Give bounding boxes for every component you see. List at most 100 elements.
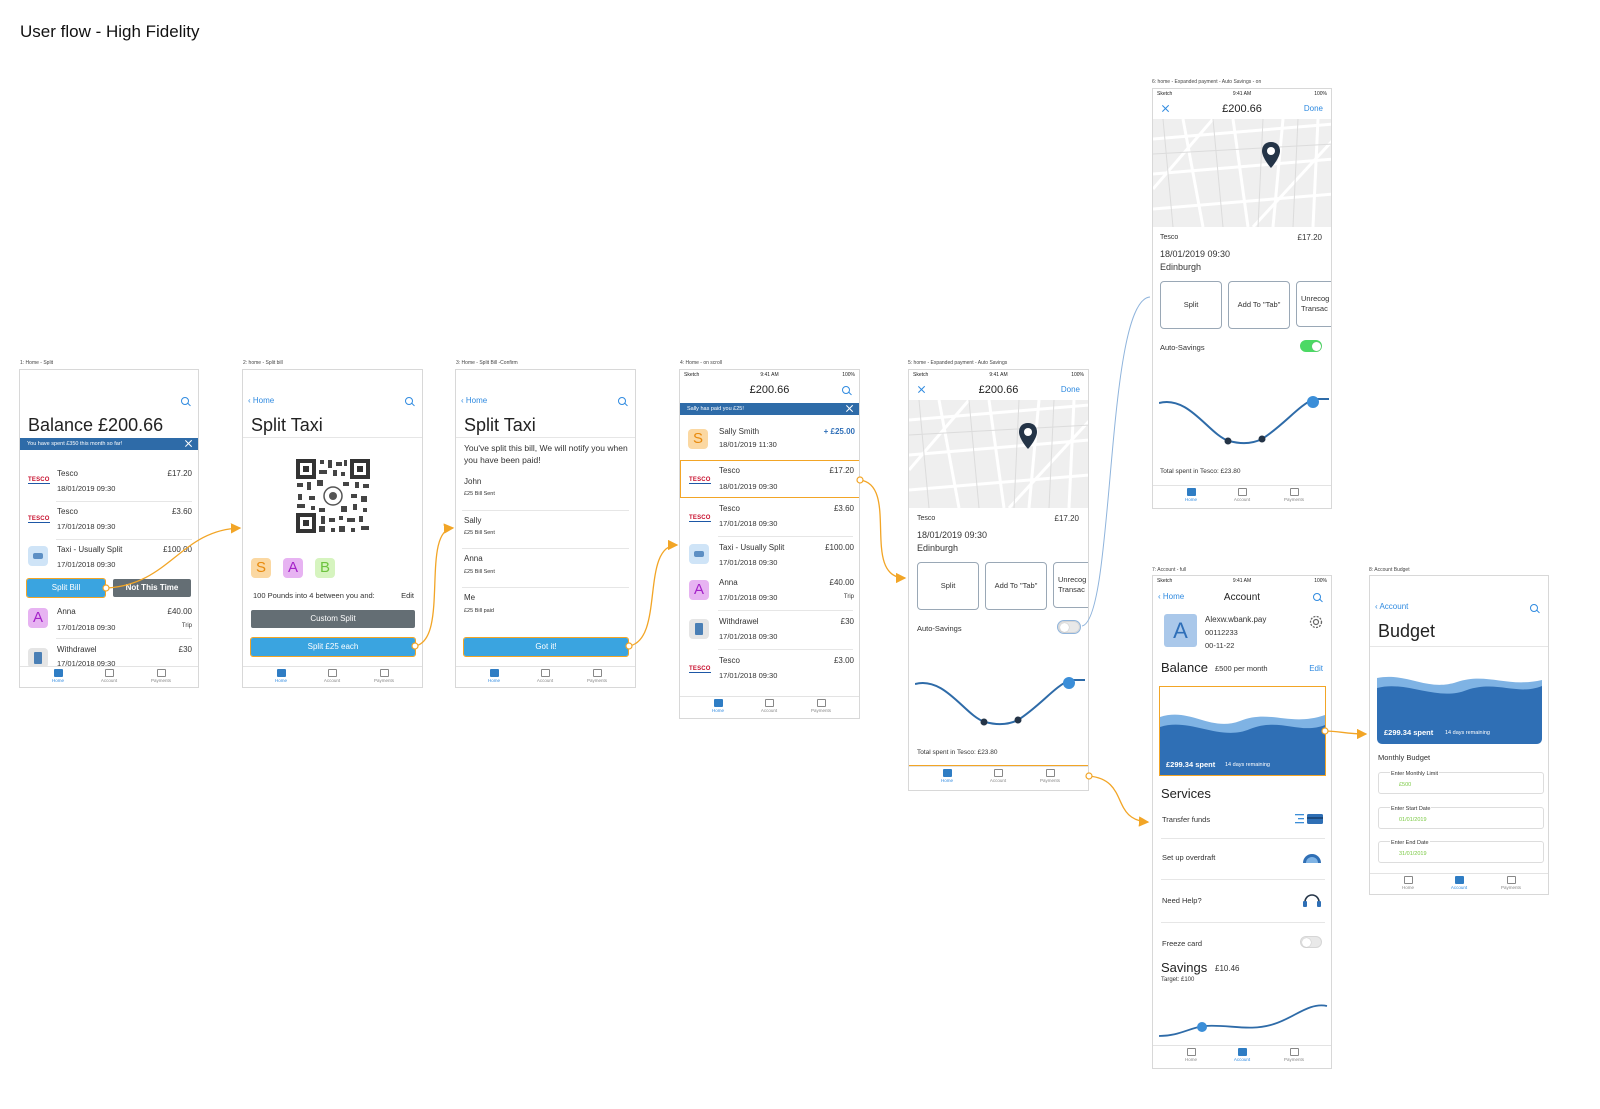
list-item[interactable]: A Anna 17/01/2018 09:30 £40.00 Trip	[680, 574, 859, 606]
search-icon[interactable]	[181, 397, 189, 405]
tab-payments[interactable]: Payments	[364, 669, 404, 683]
done-button[interactable]: Done	[1303, 104, 1323, 113]
budget-wave-icon	[1160, 687, 1325, 775]
done-button[interactable]: Done	[1060, 385, 1080, 394]
tab-home[interactable]: Home	[38, 669, 78, 683]
service-label: Need Help?	[1162, 896, 1202, 905]
avatar[interactable]: A	[1164, 614, 1197, 647]
tab-payments[interactable]: Payments	[141, 669, 181, 683]
auto-savings-toggle[interactable]	[1057, 620, 1081, 634]
savings-heading: Savings	[1161, 960, 1208, 975]
budget-card[interactable]: £299.34 spent 14 days remaining	[1159, 686, 1326, 776]
tab-home[interactable]: Home	[1171, 1048, 1211, 1062]
avatar[interactable]: A	[283, 558, 303, 578]
split-action-card[interactable]: Split	[1160, 281, 1222, 329]
tab-payments[interactable]: Payments	[1030, 769, 1070, 783]
home-icon	[1186, 1048, 1196, 1056]
list-item[interactable]: TESCO Tesco 17/01/2018 09:30 £3.60	[20, 504, 198, 534]
tab-payments[interactable]: Payments	[577, 669, 617, 683]
freeze-card-toggle[interactable]	[1300, 936, 1322, 948]
tab-home[interactable]: Home	[1388, 876, 1428, 890]
custom-split-button[interactable]: Custom Split	[251, 610, 415, 628]
tab-account[interactable]: Account	[1222, 488, 1262, 502]
search-icon[interactable]	[618, 397, 626, 405]
tab-home[interactable]: Home	[474, 669, 514, 683]
back-link[interactable]: ‹ Home	[461, 396, 488, 405]
got-it-button[interactable]: Got it!	[463, 637, 629, 657]
map-streets-icon	[1153, 119, 1331, 227]
edit-link[interactable]: Edit	[1309, 664, 1323, 673]
tab-account[interactable]: Account	[1222, 1048, 1262, 1062]
tab-account[interactable]: Account	[89, 669, 129, 683]
avatar[interactable]: B	[315, 558, 335, 578]
tab-bar: Home Account Payments	[909, 765, 1088, 790]
list-item[interactable]: Taxi - Usually Split 17/01/2018 09:30 £1…	[680, 538, 859, 570]
tab-account[interactable]: Account	[312, 669, 352, 683]
split-each-button[interactable]: Split £25 each	[250, 637, 416, 657]
budget-card[interactable]: £299.34 spent 14 days remaining	[1377, 672, 1542, 744]
list-item[interactable]: S Sally Smith 18/01/2019 11:30 + £25.00	[680, 423, 859, 455]
search-icon[interactable]	[1530, 604, 1538, 612]
tab-account[interactable]: Account	[1439, 876, 1479, 890]
tab-home[interactable]: Home	[927, 769, 967, 783]
start-date-field[interactable]: Enter Start Date 01/01/2019	[1378, 806, 1544, 829]
list-item[interactable]: A Anna 17/01/2018 09:30 £40.00 Trip	[20, 604, 198, 634]
list-item[interactable]: Freeze card	[1153, 930, 1331, 960]
back-link[interactable]: ‹ Home	[248, 396, 275, 405]
unrecognised-transaction-card[interactable]: Unrecog Transac	[1296, 281, 1331, 327]
tab-payments[interactable]: Payments	[1491, 876, 1531, 890]
tab-home[interactable]: Home	[698, 699, 738, 713]
search-icon[interactable]	[842, 386, 850, 394]
list-item[interactable]: Withdrawel 17/01/2018 09:30 £30	[20, 642, 198, 668]
close-icon[interactable]	[845, 404, 854, 413]
list-item[interactable]: Need Help?	[1153, 886, 1331, 922]
list-item[interactable]: Taxi - Usually Split 17/01/2018 09:30 £1…	[20, 542, 198, 572]
qr-code-icon	[295, 458, 371, 534]
tab-account[interactable]: Account	[749, 699, 789, 713]
field-value: £500	[1399, 782, 1412, 788]
list-item[interactable]: TESCO Tesco 18/01/2019 09:30 £17.20	[680, 460, 859, 498]
location-map[interactable]	[909, 400, 1088, 508]
list-item[interactable]: Transfer funds	[1153, 808, 1331, 844]
list-item[interactable]: Withdrawel 17/01/2018 09:30 £30	[680, 613, 859, 645]
tab-account[interactable]: Account	[978, 769, 1018, 783]
unrecognised-transaction-card[interactable]: Unrecog Transac	[1053, 562, 1088, 608]
back-link[interactable]: ‹ Account	[1375, 602, 1409, 611]
list-item[interactable]: Set up overdraft	[1153, 844, 1331, 880]
not-this-time-button[interactable]: Not This Time	[113, 579, 191, 597]
list-item[interactable]: TESCO Tesco 17/01/2018 09:30 £3.00	[680, 653, 859, 685]
split-action-card[interactable]: Split	[917, 562, 979, 610]
balance-heading: Balance	[1161, 660, 1208, 675]
search-icon[interactable]	[1313, 593, 1321, 601]
avatar[interactable]: S	[251, 558, 271, 578]
search-icon[interactable]	[405, 397, 413, 405]
split-bill-button[interactable]: Split Bill	[26, 578, 106, 598]
close-icon[interactable]	[184, 439, 193, 448]
tab-payments[interactable]: Payments	[801, 699, 841, 713]
location-map[interactable]	[1153, 119, 1331, 227]
screen-caption: 3: Home - Split Bill -Confirm	[456, 360, 518, 366]
add-to-tab-card[interactable]: Add To "Tab"	[985, 562, 1047, 610]
home-icon	[713, 699, 723, 707]
card-icon	[1237, 488, 1247, 496]
flow-arrow	[1088, 775, 1150, 827]
list-item[interactable]: TESCO Tesco 17/01/2018 09:30 £3.60	[680, 501, 859, 533]
gear-icon[interactable]	[1308, 614, 1324, 630]
tab-payments[interactable]: Payments	[1274, 488, 1314, 502]
tab-home[interactable]: Home	[1171, 488, 1211, 502]
screen-caption: 6: home - Expanded payment - Auto Saving…	[1152, 79, 1262, 85]
back-link[interactable]: ‹ Home	[1158, 592, 1185, 601]
auto-savings-toggle[interactable]	[1300, 340, 1322, 352]
add-to-tab-card[interactable]: Add To "Tab"	[1228, 281, 1290, 329]
tab-account[interactable]: Account	[525, 669, 565, 683]
tab-payments[interactable]: Payments	[1274, 1048, 1314, 1062]
screen-split-confirm: ‹ Home Split Taxi You've split this bill…	[455, 369, 636, 688]
end-date-field[interactable]: Enter End Date 31/01/2019	[1378, 840, 1544, 863]
list-item[interactable]: TESCO Tesco 18/01/2019 09:30 £17.20	[20, 465, 198, 495]
tab-home[interactable]: Home	[261, 669, 301, 683]
budget-per-month: £500 per month	[1215, 664, 1268, 673]
monthly-limit-field[interactable]: Enter Monthly Limit £500	[1378, 771, 1544, 794]
edit-link[interactable]: Edit	[401, 591, 414, 600]
